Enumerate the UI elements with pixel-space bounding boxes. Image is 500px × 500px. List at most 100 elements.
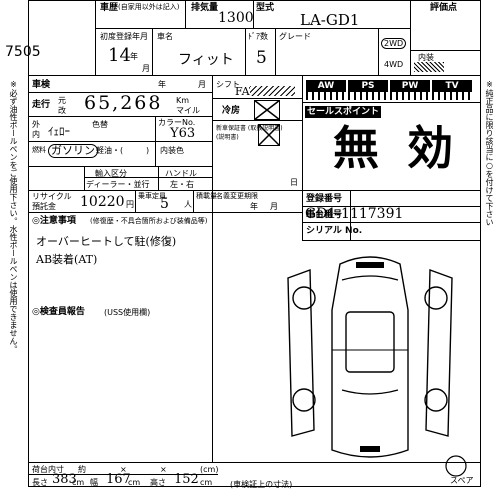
spare-label: スペア <box>450 476 474 485</box>
color-no-label: カラーNo. <box>158 118 196 127</box>
length-value: 383 <box>52 472 77 487</box>
first-reg-year-unit: 年 <box>130 52 138 61</box>
first-reg-label: 初度登録年月 <box>100 32 148 41</box>
equip-pw: PW <box>390 80 430 92</box>
dealer-label: ディーラー・並行 <box>86 180 150 189</box>
expiry-month: 月 <box>270 202 278 211</box>
equipment-x-mark <box>258 124 280 146</box>
inspector-sub: (USS使用欄) <box>104 308 151 317</box>
height-cm: cm <box>200 478 213 487</box>
recycle-amount-label: 預託金 <box>32 202 56 211</box>
import-label: 輸入区分 <box>95 169 127 178</box>
dim-cm-unit: (cm) <box>200 465 219 474</box>
width-cm: cm <box>128 478 141 487</box>
equip-aw: AW <box>306 80 346 92</box>
dim-x1: × <box>120 465 127 474</box>
shift-strike <box>250 86 295 96</box>
width-label: 幅 <box>90 478 98 487</box>
length-label: 長さ <box>32 478 48 487</box>
handle-value: 左・右 <box>170 180 194 189</box>
notes-line-1: オーバーヒートして駐(修復) <box>36 235 177 248</box>
grade-eval-label: 評価点 <box>430 3 458 13</box>
recycle-label: リサイクル <box>32 192 72 201</box>
mileage-prefix: 元 <box>58 96 66 105</box>
equipment-owner: (説明書) <box>216 134 239 141</box>
capacity-label: 乗車定員 <box>138 192 166 200</box>
serial-label: シリアル No. <box>306 226 363 236</box>
height-value: 152 <box>174 472 199 487</box>
equip-scribble <box>306 92 472 100</box>
height-label: 高さ <box>150 478 166 487</box>
chassis-label: 車台番号 <box>306 210 343 220</box>
notes-line-2: AB装着(AT) <box>36 253 98 266</box>
recycle-yen: 円 <box>126 200 134 209</box>
interior-color-label: 内装色 <box>160 146 184 155</box>
chassis-value: GD1-1117391 <box>305 206 404 222</box>
fuel-value: ガソリン <box>48 144 98 158</box>
dim-note: (車検証上の寸法) <box>230 480 293 489</box>
interior-label: 内装 <box>418 53 434 62</box>
color-change-label: 色替 <box>92 120 108 129</box>
mileage-value: 65,268 <box>84 92 163 114</box>
history-note: (自家用以外は記入) <box>118 3 180 11</box>
capacity-unit: 人 <box>184 200 192 209</box>
model-value: LA-GD1 <box>300 11 360 29</box>
car-name-label: 車名 <box>157 32 173 41</box>
notes-label: ◎注意事項 <box>32 216 76 226</box>
int-label: 内 <box>32 130 40 139</box>
first-reg-year: 14 <box>108 45 131 66</box>
shaken-year-unit: 年 <box>158 80 166 89</box>
doors-value: 5 <box>256 48 267 68</box>
handle-label: ハンドル <box>165 169 197 178</box>
fuel-diesel: 軽油・( <box>96 146 124 155</box>
aircon-label: 冷房 <box>222 106 241 116</box>
equipment-x-box <box>258 124 280 146</box>
equipment-label: 新車保証書 (取扱説明書) <box>216 125 283 132</box>
color-no-value: Y63 <box>170 126 196 141</box>
recycle-amount-value: 10220 <box>80 194 125 210</box>
shaken-label: 車検 <box>32 80 51 90</box>
equip-tv: TV <box>432 80 472 92</box>
km-unit: Km <box>176 96 190 105</box>
color-value: ｲｪﾛｰ <box>48 125 70 138</box>
model-label: 型式 <box>256 3 275 13</box>
grade-label: グレード <box>279 32 311 41</box>
left-side-notice: ※必ず油性ボールペンをご使用下さい。水性ボールペンは使用できません。 <box>9 80 18 353</box>
car-diagram <box>287 256 467 477</box>
equip-ps: PS <box>348 80 388 92</box>
history-label: 車歴 <box>100 3 119 13</box>
dim-x2: × <box>160 465 167 474</box>
mileage-sub: 改 <box>58 106 66 115</box>
inspector-label: ◎検査員報告 <box>32 307 85 317</box>
reg-no-label: 登録番号 <box>306 194 343 204</box>
expiry-year: 年 <box>250 202 258 211</box>
drive-4wd: 4WD <box>384 60 404 69</box>
first-reg-month-unit: 月 <box>142 64 150 73</box>
load-label: 積載量 <box>196 192 217 200</box>
void-stamp: 無 効 <box>332 121 459 175</box>
doors-label: ﾄﾞｱ数 <box>248 32 268 41</box>
approx-label: 約 <box>78 465 86 474</box>
sale-point-label: セールスポイント <box>305 106 381 118</box>
length-cm: cm <box>72 478 85 487</box>
notes-sub: (修復歴・不具合箇所および装備品等) <box>90 217 208 225</box>
capacity-value: 5 <box>160 196 169 212</box>
ext-label: 外 <box>32 120 40 129</box>
fuel-label: 燃料 <box>32 146 46 154</box>
right-side-notice: ※純正品に限り該当に○を付けて下さい <box>485 80 494 226</box>
displacement-value: 1300 <box>218 10 254 26</box>
mileage-label: 走行 <box>32 100 51 110</box>
shift-label: シフト <box>216 80 240 89</box>
interior-score-scribble <box>414 62 444 72</box>
aircon-x-box <box>254 100 280 120</box>
lot-number: 7505 <box>5 44 41 60</box>
aircon-x-mark <box>254 100 280 120</box>
mile-unit: マイル <box>176 106 200 115</box>
displacement-label: 排気量 <box>191 3 219 13</box>
drive-2wd: 2WD <box>381 38 407 49</box>
shaken-month-unit: 月 <box>198 80 206 89</box>
cargo-label: 荷台内寸 <box>32 465 64 474</box>
expiry-day: 日 <box>290 178 298 187</box>
width-value: 167 <box>106 472 131 487</box>
